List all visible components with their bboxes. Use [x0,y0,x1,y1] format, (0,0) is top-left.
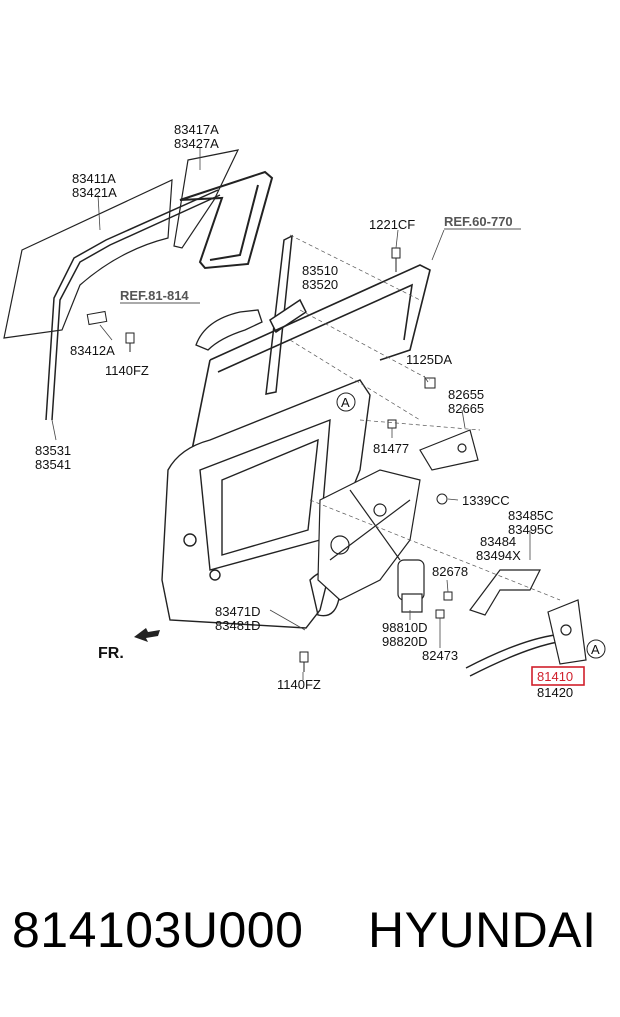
callout-a-2: A [591,642,600,657]
label-82665: 82665 [448,401,484,416]
label-81420: 81420 [537,685,573,700]
label-82473: 82473 [422,648,458,663]
parts-diagram: 83411A 83421A 83417A 83427A REF.81-814 8… [3,122,606,700]
label-82678: 82678 [432,564,468,579]
label-83411A: 83411A [72,171,116,186]
label-1140FZ-top: 1140FZ [105,363,149,378]
quarter-frame [179,170,274,270]
label-83485C: 83485C [508,508,554,523]
label-ref-60-770: REF.60-770 [444,214,513,229]
label-1339CC: 1339CC [462,493,510,508]
label-83495C: 83495C [508,522,554,537]
label-1221CF: 1221CF [369,217,415,232]
label-83421A: 83421A [72,185,117,200]
door-latch [547,599,587,665]
label-83494X: 83494X [476,548,521,563]
label-81477: 81477 [373,441,409,456]
label-83471D: 83471D [215,604,261,619]
front-arrow [134,628,160,642]
label-83531: 83531 [35,443,71,458]
dashed-guides [289,234,561,601]
brand-name: HYUNDAI [368,902,597,958]
lock-cable [465,634,559,677]
label-fr: FR. [98,645,124,662]
label-82655: 82655 [448,387,484,402]
label-1125DA: 1125DA [406,352,452,367]
label-ref-81-814: REF.81-814 [120,288,189,303]
label-83541: 83541 [35,457,71,472]
bolt [125,332,135,352]
leader-lines [51,148,531,680]
label-83510: 83510 [302,263,338,278]
label-83484: 83484 [480,534,516,549]
glass-clip [86,310,108,326]
window-regulator [317,469,421,601]
run-channel [265,234,307,395]
bolts [299,247,453,672]
door-check [419,429,479,471]
label-81410: 81410 [537,669,573,684]
highlight-box [531,666,585,686]
callout-a-1: A [341,395,350,410]
label-83520: 83520 [302,277,338,292]
glass-channel [45,189,221,421]
label-98820D: 98820D [382,634,428,649]
door-glass [3,179,173,339]
label-98810D: 98810D [382,620,428,635]
label-83417A: 83417A [174,122,219,137]
ref-underlines [120,228,521,304]
regulator-motor [397,559,425,613]
lock-rod [469,569,541,616]
callout-circles [336,392,606,659]
label-83427A: 83427A [174,136,219,151]
outside-handle [195,309,263,351]
label-1140FZ-bottom: 1140FZ [277,677,321,692]
label-83412A: 83412A [70,343,115,358]
label-83481D: 83481D [215,618,261,633]
part-number: 814103U000 [12,902,304,958]
